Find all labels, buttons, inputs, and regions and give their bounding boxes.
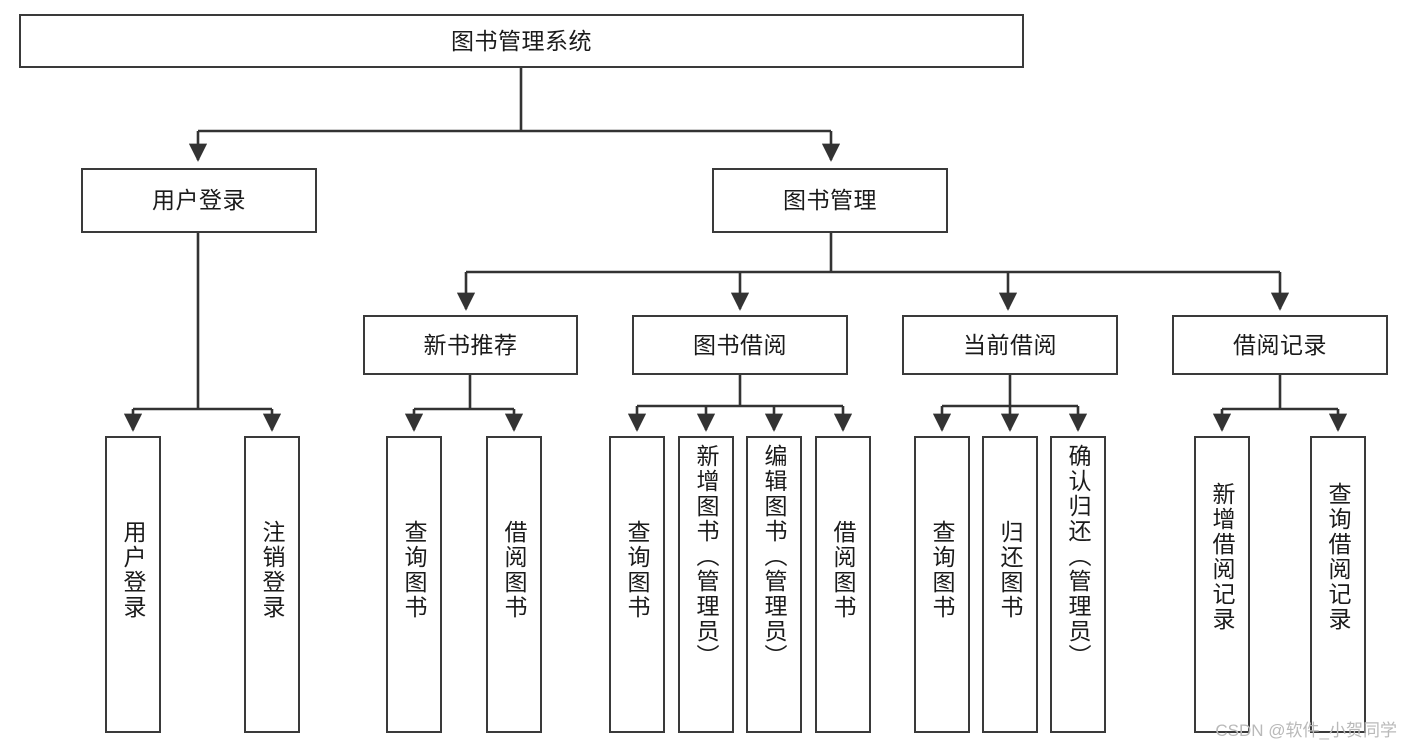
node-leaf-query-record-label: 查询借阅记录 xyxy=(1325,482,1352,632)
node-user-login-label: 用户登录 xyxy=(152,187,246,214)
node-leaf-query-book-3-label: 查询图书 xyxy=(929,520,956,620)
node-leaf-edit-book[interactable]: 编辑图书（管理员） xyxy=(746,436,802,733)
node-leaf-logout-label: 注销登录 xyxy=(259,520,286,620)
node-root[interactable]: 图书管理系统 xyxy=(19,14,1024,68)
node-borrow-record[interactable]: 借阅记录 xyxy=(1172,315,1388,375)
node-leaf-return-book[interactable]: 归还图书 xyxy=(982,436,1038,733)
node-leaf-query-record[interactable]: 查询借阅记录 xyxy=(1310,436,1366,733)
node-leaf-add-book-label: 新增图书（管理员） xyxy=(693,444,720,669)
node-borrow-record-label: 借阅记录 xyxy=(1233,331,1327,358)
node-leaf-query-book-2[interactable]: 查询图书 xyxy=(609,436,665,733)
node-new-book-recommend[interactable]: 新书推荐 xyxy=(363,315,578,375)
node-leaf-user-login-label: 用户登录 xyxy=(120,520,147,620)
node-leaf-confirm-return[interactable]: 确认归还（管理员） xyxy=(1050,436,1106,733)
node-leaf-user-login[interactable]: 用户登录 xyxy=(105,436,161,733)
node-current-borrow[interactable]: 当前借阅 xyxy=(902,315,1118,375)
node-leaf-logout[interactable]: 注销登录 xyxy=(244,436,300,733)
node-leaf-add-book[interactable]: 新增图书（管理员） xyxy=(678,436,734,733)
node-leaf-query-book-2-label: 查询图书 xyxy=(624,520,651,620)
node-root-label: 图书管理系统 xyxy=(451,27,592,54)
node-leaf-edit-book-label: 编辑图书（管理员） xyxy=(761,444,788,669)
node-current-borrow-label: 当前借阅 xyxy=(963,331,1057,358)
node-book-borrow[interactable]: 图书借阅 xyxy=(632,315,848,375)
node-leaf-borrow-book-1-label: 借阅图书 xyxy=(501,520,528,620)
node-book-borrow-label: 图书借阅 xyxy=(693,331,787,358)
node-leaf-add-record[interactable]: 新增借阅记录 xyxy=(1194,436,1250,733)
node-book-manage-label: 图书管理 xyxy=(783,187,877,214)
node-user-login[interactable]: 用户登录 xyxy=(81,168,317,233)
node-leaf-query-book-1-label: 查询图书 xyxy=(401,520,428,620)
node-leaf-return-book-label: 归还图书 xyxy=(997,520,1024,620)
node-leaf-add-record-label: 新增借阅记录 xyxy=(1209,482,1236,632)
node-leaf-borrow-book-2-label: 借阅图书 xyxy=(830,520,857,620)
node-leaf-confirm-return-label: 确认归还（管理员） xyxy=(1065,444,1092,669)
node-leaf-borrow-book-2[interactable]: 借阅图书 xyxy=(815,436,871,733)
node-new-book-recommend-label: 新书推荐 xyxy=(423,331,518,358)
node-leaf-borrow-book-1[interactable]: 借阅图书 xyxy=(486,436,542,733)
node-book-manage[interactable]: 图书管理 xyxy=(712,168,948,233)
node-leaf-query-book-1[interactable]: 查询图书 xyxy=(386,436,442,733)
node-leaf-query-book-3[interactable]: 查询图书 xyxy=(914,436,970,733)
